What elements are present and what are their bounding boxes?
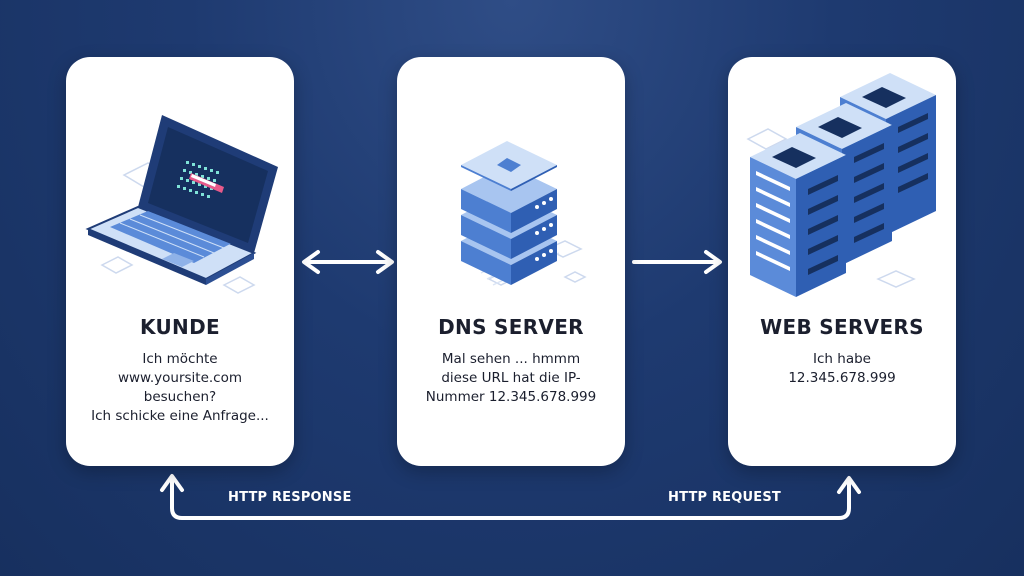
up-arrow-icon: [160, 474, 184, 492]
double-arrow-icon: [302, 250, 394, 274]
laptop-icon: [85, 115, 278, 294]
server-tower: [750, 133, 846, 297]
web-servers-icon: [746, 73, 936, 297]
client-card: KUNDE Ich möchte www.yoursite.com besuch…: [66, 57, 294, 466]
dns-card: DNS SERVER Mal sehen ... hmmm diese URL …: [397, 57, 625, 466]
web-servers-card: WEB SERVERS Ich habe 12.345.678.999: [728, 57, 956, 466]
http-request-label: HTTP REQUEST: [668, 490, 781, 505]
card-title: DNS SERVER: [438, 315, 584, 339]
card-title: WEB SERVERS: [760, 315, 924, 339]
card-description: Ich habe 12.345.678.999: [788, 351, 896, 386]
return-path-arrow: [160, 474, 861, 520]
http-response-label: HTTP RESPONSE: [228, 490, 352, 505]
right-arrow-icon: [632, 250, 722, 274]
card-description: Mal sehen ... hmmm diese URL hat die IP-…: [425, 351, 597, 405]
dns-server-icon: [461, 141, 587, 286]
up-arrow-icon: [837, 476, 861, 494]
card-description: Ich möchte www.yoursite.com besuchen? Ic…: [91, 351, 269, 424]
server-stack: [461, 141, 557, 285]
card-title: KUNDE: [140, 315, 220, 339]
